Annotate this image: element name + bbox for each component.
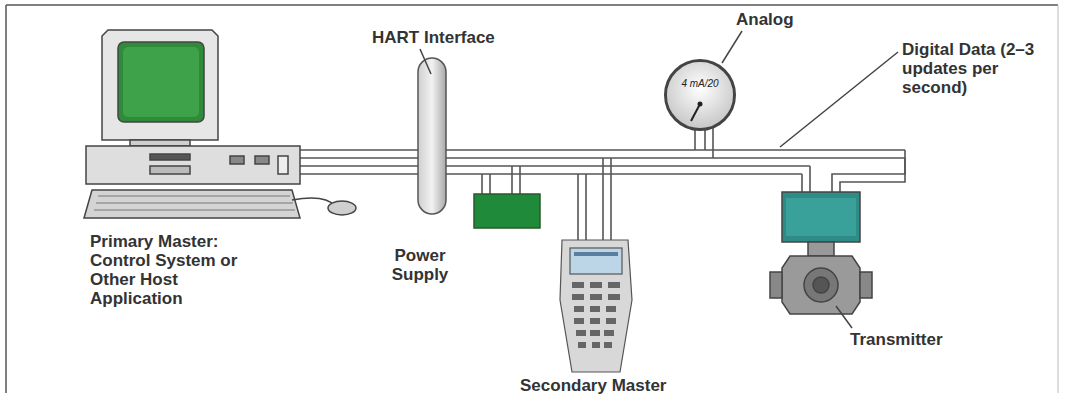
signal-label: Digital Data (2–3 updates per second) (902, 40, 1037, 97)
device-label: Analog (736, 10, 826, 29)
device-label: Power Supply (380, 246, 460, 284)
analog-gauge: 4 mA/20 (664, 59, 736, 131)
device-label: HART Interface (372, 28, 522, 47)
gauge-scale: 4 mA/20 (667, 62, 733, 89)
device-label: Secondary Master (520, 376, 710, 395)
device-label: Primary Master: Control System or Other … (90, 232, 240, 308)
device-label: Transmitter (850, 330, 980, 349)
